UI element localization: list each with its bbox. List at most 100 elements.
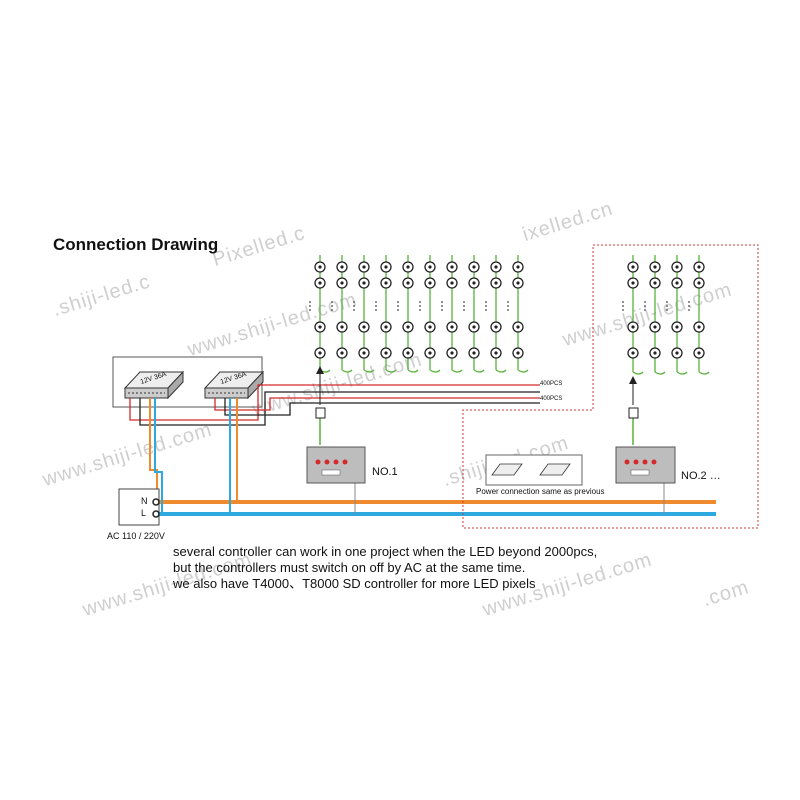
led-pixel-core: [675, 265, 679, 269]
led-string-tail: [517, 369, 529, 373]
strip-count-label: 400PCS: [540, 381, 563, 387]
led-pixel-core: [697, 351, 701, 355]
ellipsis-dot: [353, 309, 355, 311]
caption-line: we also have T4000、T8000 SD controller f…: [173, 576, 536, 591]
led-pixel-core: [406, 265, 410, 269]
led-string-tail: [363, 369, 375, 373]
ellipsis-dot: [441, 301, 443, 303]
ellipsis-dot: [375, 305, 377, 307]
ac-terminal-box: [118, 488, 160, 526]
ellipsis-dot: [397, 301, 399, 303]
caption-line: several controller can work in one proje…: [173, 544, 598, 559]
led-pixel-core: [516, 265, 520, 269]
terminal-n-label: N: [141, 496, 148, 506]
led-grid-2: [622, 255, 710, 375]
led-string-tail: [632, 371, 644, 375]
led-pixel-core: [384, 325, 388, 329]
ellipsis-dot: [485, 301, 487, 303]
power-note: Power connection same as previous: [476, 487, 605, 496]
ellipsis-dot: [688, 305, 690, 307]
led-pixel-core: [318, 325, 322, 329]
led-pixel-core: [450, 325, 454, 329]
ellipsis-dot: [688, 301, 690, 303]
ellipsis-dot: [463, 301, 465, 303]
ellipsis-dot: [507, 305, 509, 307]
caption: several controller can work in one proje…: [173, 544, 597, 592]
led-pixel-core: [384, 265, 388, 269]
led-string-tail: [676, 371, 688, 375]
ellipsis-dot: [375, 309, 377, 311]
led-pixel-core: [318, 281, 322, 285]
led-pixel-core: [362, 325, 366, 329]
led-pixel-core: [697, 281, 701, 285]
led-pixel-core: [516, 281, 520, 285]
led-pixel-core: [406, 325, 410, 329]
led-pixel-core: [362, 281, 366, 285]
led-pixel-core: [340, 325, 344, 329]
ellipsis-dot: [441, 309, 443, 311]
ellipsis-dot: [622, 305, 624, 307]
led-pixel-core: [428, 281, 432, 285]
led-pixel-core: [384, 281, 388, 285]
led-pixel-core: [384, 351, 388, 355]
led-pixel-core: [516, 325, 520, 329]
ellipsis-dot: [644, 301, 646, 303]
ellipsis-dot: [666, 301, 668, 303]
ellipsis-dot: [507, 301, 509, 303]
ellipsis-dot: [644, 305, 646, 307]
ellipsis-dot: [688, 309, 690, 311]
led-string-tail: [451, 369, 463, 373]
caption-line: but the controllers must switch on off b…: [173, 560, 526, 575]
led-pixel-core: [653, 351, 657, 355]
led-pixel-core: [675, 325, 679, 329]
ellipsis-dot: [331, 309, 333, 311]
ellipsis-dot: [331, 301, 333, 303]
ac-voltage-label: AC 110 / 220V: [107, 531, 165, 541]
ellipsis-dot: [419, 305, 421, 307]
ellipsis-dot: [309, 301, 311, 303]
led-string-tail: [429, 369, 441, 373]
led-pixel-core: [653, 325, 657, 329]
dc-wires: [129, 384, 540, 426]
led-pixel-core: [472, 325, 476, 329]
controller-2: [615, 376, 676, 484]
ellipsis-dot: [353, 301, 355, 303]
ellipsis-dot: [419, 301, 421, 303]
led-pixel-core: [318, 351, 322, 355]
led-pixel-core: [653, 265, 657, 269]
ac-wires: [149, 398, 716, 516]
led-pixel-core: [318, 265, 322, 269]
led-pixel-core: [340, 265, 344, 269]
led-pixel-core: [675, 351, 679, 355]
ellipsis-dot: [309, 305, 311, 307]
led-pixel-core: [494, 281, 498, 285]
led-grid-1: [309, 255, 529, 373]
power-note-box: [485, 454, 583, 486]
led-pixel-core: [450, 351, 454, 355]
led-pixel-core: [516, 351, 520, 355]
led-pixel-core: [362, 351, 366, 355]
controller-1-label: NO.1: [372, 466, 398, 478]
led-pixel-core: [631, 281, 635, 285]
dashed-frame: [462, 244, 759, 529]
led-pixel-core: [428, 351, 432, 355]
ellipsis-dot: [666, 305, 668, 307]
power-supply-2: [203, 370, 265, 400]
led-pixel-core: [494, 265, 498, 269]
led-pixel-core: [428, 265, 432, 269]
led-string-tail: [698, 371, 710, 375]
ellipsis-dot: [397, 309, 399, 311]
ellipsis-dot: [375, 301, 377, 303]
led-pixel-core: [472, 265, 476, 269]
led-pixel-core: [340, 351, 344, 355]
led-pixel-core: [697, 265, 701, 269]
led-pixel-core: [653, 281, 657, 285]
controller-2-label: NO.2 …: [681, 470, 721, 482]
led-pixel-core: [494, 351, 498, 355]
led-string-tail: [495, 369, 507, 373]
led-string-tail: [341, 369, 353, 373]
ellipsis-dot: [331, 305, 333, 307]
led-string-tail: [654, 371, 666, 375]
led-string-tail: [407, 369, 419, 373]
